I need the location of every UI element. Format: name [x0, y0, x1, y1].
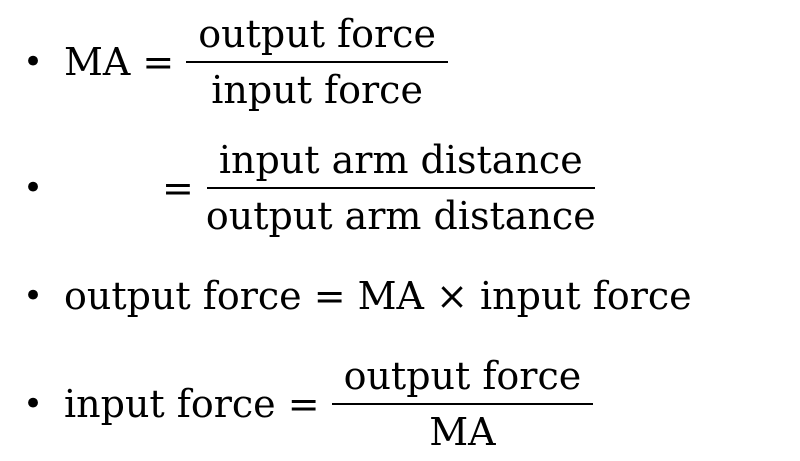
bullet-icon: • — [22, 384, 44, 424]
fraction-denominator: output arm distance — [205, 194, 596, 238]
fraction-denominator: MA — [429, 410, 496, 454]
formula-input-force: • input force = output force MA — [16, 354, 800, 454]
equation-lhs-input-force: input force = — [64, 382, 320, 426]
fraction-numerator: input arm distance — [206, 138, 595, 189]
bullet-icon: • — [22, 42, 44, 82]
fraction-numerator: output force — [331, 354, 594, 405]
bullet-icon: • — [22, 168, 44, 208]
fraction-output-over-ma: output force MA — [331, 354, 594, 454]
equation-output-force: output force = MA × input force — [64, 274, 692, 318]
equation-lhs-ma: MA = — [64, 40, 175, 84]
equation-lhs-equals: = — [162, 166, 194, 210]
formula-ma-arm-ratio: • = input arm distance output arm distan… — [16, 138, 800, 238]
fraction-force-ratio: output force input force — [186, 12, 448, 112]
fraction-arm-ratio: input arm distance output arm distance — [206, 138, 596, 238]
fraction-numerator: output force — [186, 12, 448, 63]
bullet-icon: • — [22, 276, 44, 316]
formula-output-force: • output force = MA × input force — [16, 274, 800, 318]
fraction-denominator: input force — [211, 68, 423, 112]
formula-ma-force-ratio: • MA = output force input force — [16, 12, 800, 112]
